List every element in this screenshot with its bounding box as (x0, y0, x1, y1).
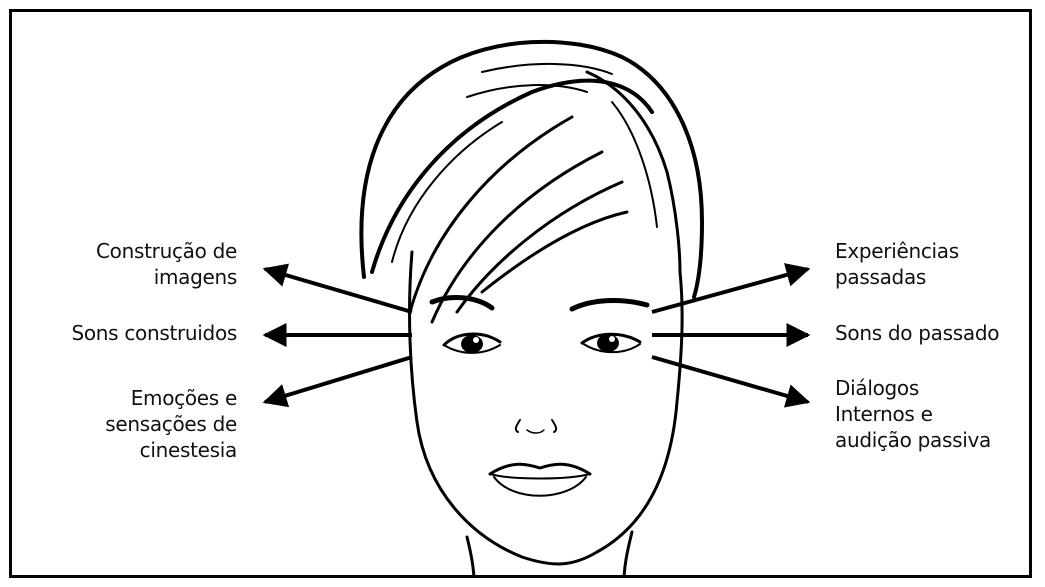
label-dialogos-internos: Diálogos Internos e audição passiva (835, 375, 1025, 453)
label-experiencias-passadas: Experiências passadas (835, 238, 1025, 290)
label-sons-do-passado: Sons do passado (835, 320, 1025, 346)
arrow-icon (265, 269, 412, 312)
label-emocoes-e-sensacoes: Emoções e sensações de cinestesia (32, 385, 237, 463)
diagram-frame: Construção de imagens Sons construidos E… (9, 9, 1032, 578)
arrow-icon (652, 357, 808, 402)
arrow-icon (652, 269, 808, 312)
arrow-icon (265, 357, 412, 402)
face-illustration (361, 42, 702, 578)
diagram-canvas (12, 12, 1032, 578)
label-construcao-de-imagens: Construção de imagens (32, 238, 237, 290)
label-sons-construidos: Sons construidos (32, 320, 237, 346)
